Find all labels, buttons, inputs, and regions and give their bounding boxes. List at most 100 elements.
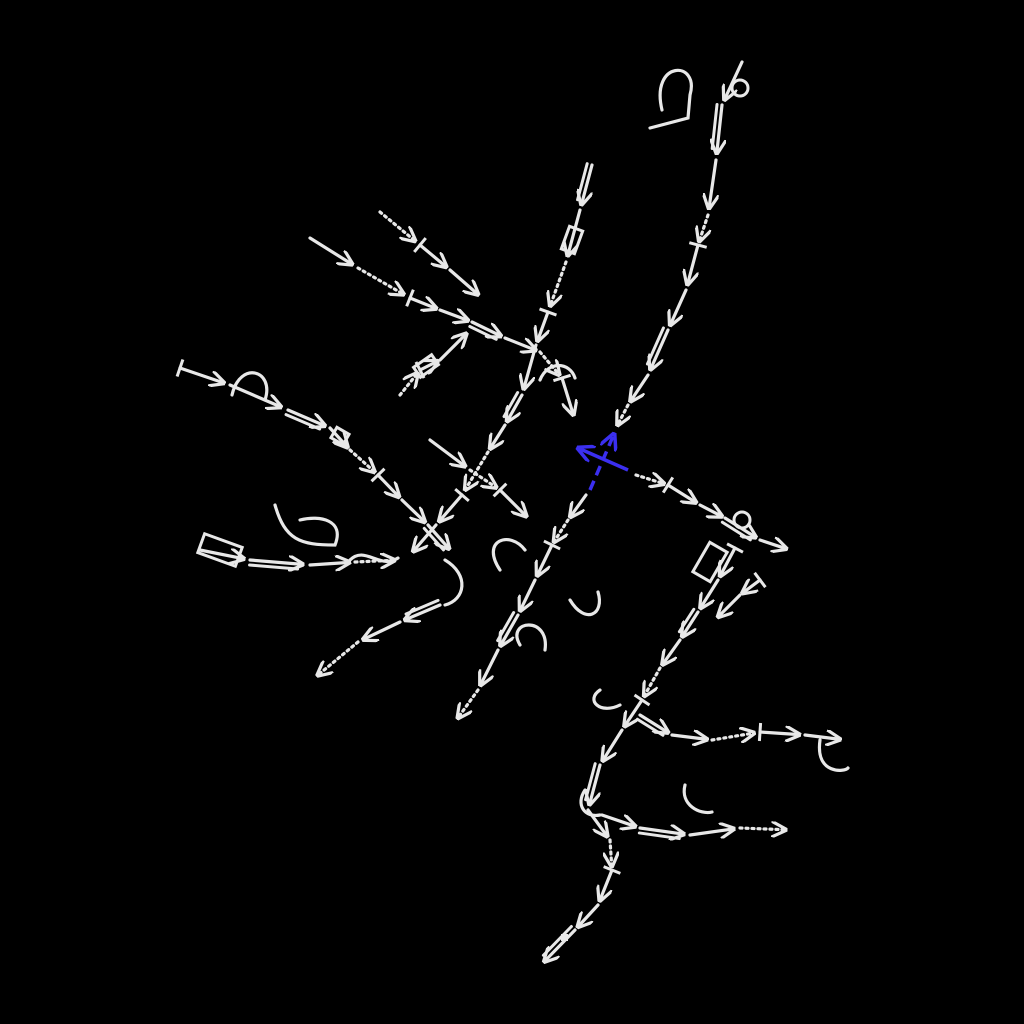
arrow-glyph	[439, 493, 464, 521]
glyph-layer	[175, 60, 850, 962]
hook-arrow-glyph	[443, 558, 464, 607]
arrow-glyph	[742, 580, 762, 593]
double-arrow-glyph	[635, 717, 665, 737]
arrow-glyph	[537, 310, 548, 341]
arrow-glyph	[698, 505, 722, 516]
arrow-glyph	[710, 733, 754, 740]
bar-glyph	[688, 241, 708, 249]
highlighted-glyph	[578, 434, 629, 491]
arrow-glyph	[550, 260, 568, 306]
arrow-glyph	[286, 408, 325, 426]
arrow-glyph	[724, 60, 744, 100]
hollow-arrow-glyph	[328, 425, 352, 447]
arrow-glyph	[758, 540, 786, 549]
arrow-glyph	[480, 648, 500, 685]
arrow-glyph	[458, 688, 480, 718]
arrow-glyph	[418, 361, 438, 370]
hook-arrow-glyph	[592, 688, 622, 710]
arrow-glyph	[248, 560, 303, 564]
double-arrow-glyph	[284, 413, 322, 431]
arrow-glyph	[405, 603, 442, 620]
double-arrow-glyph	[710, 102, 719, 150]
arrow-glyph	[408, 298, 436, 309]
arrow-glyph	[498, 488, 526, 516]
bar-glyph	[543, 539, 561, 551]
double-arrow-glyph	[468, 324, 498, 341]
double-arrow-glyph	[502, 391, 520, 419]
double-arrow-glyph	[584, 762, 597, 802]
double-arrow-glyph	[404, 598, 440, 616]
arrow-glyph	[470, 320, 501, 336]
arrow-glyph	[398, 373, 418, 397]
bar-glyph	[405, 289, 415, 307]
hook-arrow-glyph	[538, 363, 577, 382]
bar-glyph	[552, 373, 572, 383]
arrow-glyph	[426, 523, 449, 549]
hook-arrow-glyph	[230, 371, 269, 402]
arrow-glyph	[178, 366, 224, 383]
arrow-glyph	[376, 473, 399, 497]
arrow-glyph	[610, 838, 612, 866]
arrow-glyph	[438, 310, 468, 321]
arrow-glyph	[638, 713, 668, 733]
arrow-glyph	[758, 732, 800, 735]
arrow-glyph	[438, 334, 466, 362]
arrow-glyph	[682, 610, 700, 637]
loop-glyph	[732, 510, 752, 530]
square-tail-glyph	[561, 934, 568, 941]
arrow-glyph	[717, 103, 722, 153]
hollow-arrow-glyph	[411, 352, 441, 380]
arrow-glyph	[650, 328, 670, 370]
arrow-glyph	[670, 288, 688, 325]
bar-glyph	[539, 307, 557, 317]
hollow-arrow-glyph	[559, 224, 585, 256]
arrow-glyph	[803, 735, 840, 739]
arrow-glyph	[418, 243, 446, 267]
hook-arrow-glyph	[817, 738, 850, 772]
double-arrow-glyph	[496, 611, 516, 643]
arrow-glyph	[524, 343, 538, 389]
arrow-glyph	[718, 593, 742, 617]
arrow-glyph	[400, 498, 425, 522]
arrow-glyph	[500, 613, 520, 646]
arrow-glyph	[198, 550, 244, 559]
hook-arrow-glyph	[273, 503, 339, 547]
arrow-glyph	[738, 828, 786, 830]
double-arrow-glyph	[720, 520, 752, 542]
arrow-glyph	[666, 483, 696, 503]
arrow-glyph	[600, 868, 614, 901]
arrow-glyph	[670, 735, 707, 739]
arrow-glyph	[448, 268, 478, 295]
hook-arrow-glyph	[579, 788, 602, 817]
bar-glyph	[603, 865, 621, 875]
double-arrow-glyph	[677, 607, 696, 634]
arrow-glyph	[603, 728, 624, 761]
arrow-glyph	[589, 763, 602, 805]
hook-arrow-glyph	[682, 783, 714, 815]
hook-arrow-glyph	[515, 623, 547, 652]
hook-arrow-glyph	[491, 538, 527, 572]
arrow-glyph	[468, 468, 496, 488]
arrow-glyph	[687, 243, 700, 285]
arrow-glyph	[624, 698, 644, 726]
arrow-glyph	[644, 666, 662, 696]
arrow-glyph	[378, 210, 415, 241]
double-arrow-glyph	[576, 162, 589, 202]
bar-glyph	[661, 476, 675, 494]
bar-glyph	[492, 482, 508, 498]
arrow-glyph	[503, 336, 536, 350]
arrow-glyph	[662, 638, 682, 665]
arrow-glyph	[638, 828, 684, 834]
arrow-glyph	[538, 350, 559, 375]
arrow-glyph	[228, 383, 281, 407]
arrow-glyph	[720, 546, 737, 576]
bar-glyph	[753, 571, 767, 589]
arrow-glyph	[581, 163, 594, 205]
arrow-glyph	[554, 518, 570, 542]
arrow-glyph	[507, 393, 524, 421]
arrow-glyph	[570, 493, 588, 517]
bar-glyph	[726, 542, 744, 554]
arrow-glyph	[544, 928, 577, 962]
arrow-glyph	[688, 829, 734, 835]
